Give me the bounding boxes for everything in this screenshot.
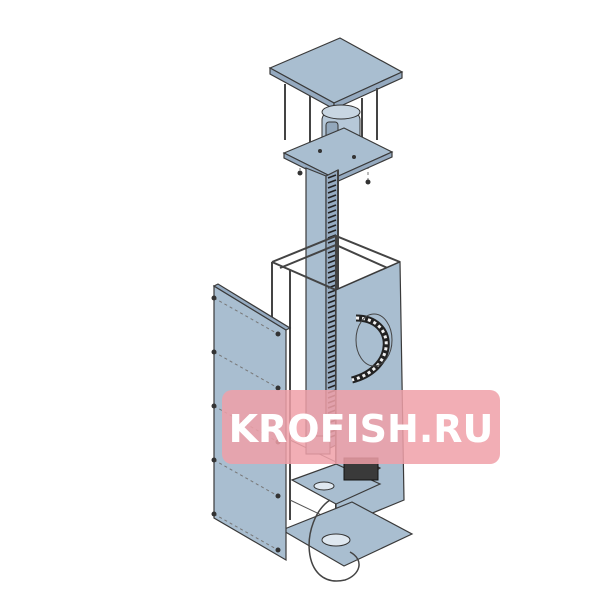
rack-tooth — [327, 309, 337, 314]
rack-tooth — [327, 269, 337, 274]
rack-tooth — [327, 249, 337, 254]
cable-chain — [350, 313, 393, 384]
rack-tooth — [327, 314, 337, 319]
screw — [211, 511, 217, 517]
rack-tooth — [327, 274, 337, 279]
rack-tooth — [327, 344, 337, 349]
rack-tooth — [327, 229, 337, 234]
rack-tooth — [327, 194, 337, 199]
top-screws — [297, 149, 371, 185]
screw — [275, 385, 281, 391]
rack-tooth — [327, 204, 337, 209]
rack-tooth — [327, 334, 337, 339]
base-plate — [280, 501, 414, 567]
rack-tooth — [327, 179, 337, 184]
rack-tooth — [327, 324, 337, 329]
rack-tooth — [327, 174, 337, 179]
base-hole — [321, 533, 351, 547]
rack-tooth — [327, 279, 337, 284]
rack-tooth — [327, 319, 337, 324]
rack-tooth — [327, 224, 337, 229]
rack-tooth — [327, 379, 337, 384]
rack-tooth — [327, 209, 337, 214]
rack-tooth — [327, 374, 337, 379]
watermark-background — [222, 390, 500, 464]
screw — [275, 493, 281, 499]
rack-tooth — [327, 359, 337, 364]
watermark-text: KROFISH.RU — [229, 407, 494, 451]
rack-tooth — [327, 354, 337, 359]
rack-tooth — [327, 339, 337, 344]
rack-tooth — [327, 299, 337, 304]
screw — [211, 457, 217, 463]
rack-tooth — [327, 304, 337, 309]
watermark: KROFISH.RU — [222, 390, 500, 464]
rack-tooth — [327, 349, 337, 354]
screw — [211, 403, 217, 409]
rack-tooth — [327, 219, 337, 224]
screw — [275, 547, 281, 553]
screw-guide-line — [213, 351, 279, 389]
screw-guide-line — [213, 513, 279, 551]
screw — [211, 349, 217, 355]
rack-tooth — [327, 254, 337, 259]
rack-tooth — [327, 369, 337, 374]
screw — [275, 331, 281, 337]
rack-tooth — [327, 214, 337, 219]
rack-tooth — [327, 384, 337, 389]
rack-tooth — [327, 294, 337, 299]
rack-tooth — [327, 364, 337, 369]
screw-guide-line — [213, 459, 279, 497]
front-panel-screws — [211, 295, 281, 553]
rack-tooth — [327, 329, 337, 334]
rack-tooth — [327, 199, 337, 204]
power-cable — [308, 499, 360, 582]
rack-tooth — [327, 259, 337, 264]
rack-tooth — [327, 184, 337, 189]
rack-tooth — [327, 189, 337, 194]
screw — [211, 295, 217, 301]
rack-tooth — [327, 239, 337, 244]
screw-guide-line — [213, 297, 279, 335]
top-cover-plate — [268, 37, 404, 104]
rack-tooth — [327, 264, 337, 269]
